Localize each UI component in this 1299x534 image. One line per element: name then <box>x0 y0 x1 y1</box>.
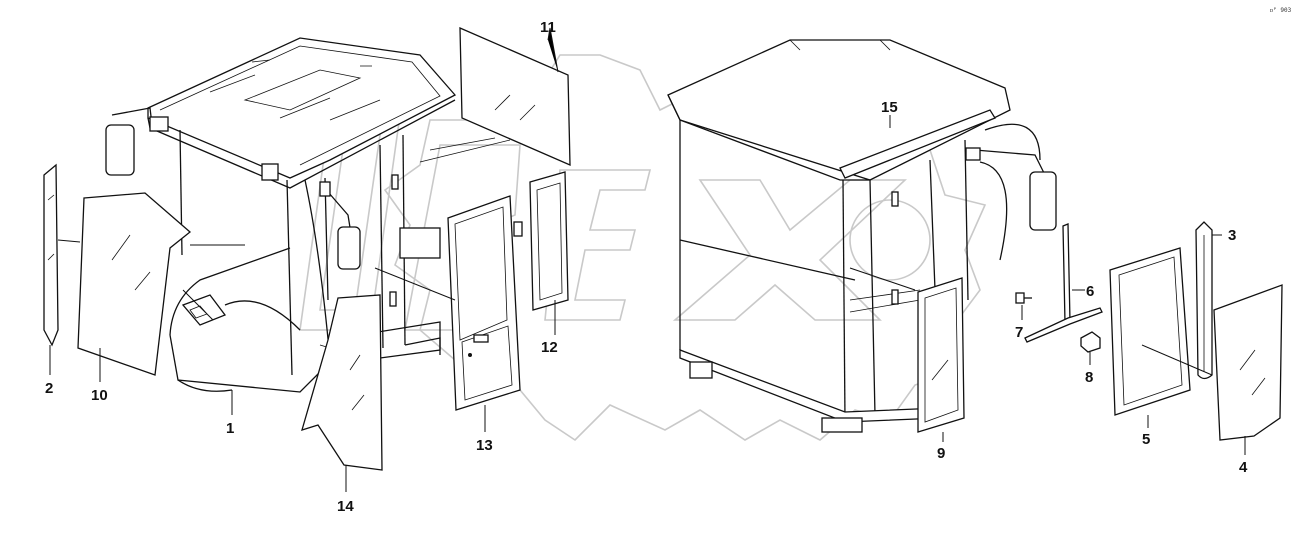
part-7-bolt <box>1015 292 1032 304</box>
part-9-side-window <box>917 277 965 433</box>
part-4-glass-panel <box>1213 284 1283 441</box>
part-13-door <box>374 195 521 411</box>
callout-6: 6 <box>1086 283 1094 300</box>
callout-8: 8 <box>1085 369 1093 386</box>
callout-11: 11 <box>540 19 556 36</box>
callout-15: 15 <box>881 99 898 116</box>
part-12-window-frame <box>513 171 569 311</box>
callout-12: 12 <box>541 339 558 356</box>
part-3-seal-strip <box>1195 221 1213 380</box>
part-15-roof-strip <box>839 109 996 179</box>
callout-10: 10 <box>91 387 108 404</box>
callout-5: 5 <box>1142 431 1150 448</box>
part-11-roof-glass <box>459 26 571 167</box>
callout-labels: 1 2 3 4 5 6 7 8 9 10 11 12 13 14 15 <box>45 19 1248 515</box>
part-8-nut <box>1080 331 1101 353</box>
callout-9: 9 <box>937 445 945 462</box>
callout-2: 2 <box>45 380 53 397</box>
leader-lines <box>49 27 1246 492</box>
cab-right <box>667 39 1057 433</box>
callout-14: 14 <box>337 498 354 515</box>
callout-13: 13 <box>476 437 493 454</box>
part-2-glass-strip <box>43 163 81 347</box>
callout-3: 3 <box>1228 227 1236 244</box>
part-14-front-glass <box>301 294 383 471</box>
callout-7: 7 <box>1015 324 1023 341</box>
part-10-rear-glass <box>77 192 245 376</box>
part-6-wiper <box>1024 223 1103 343</box>
part-5-window-frame <box>1109 247 1213 416</box>
callout-1: 1 <box>226 420 234 437</box>
cab-left <box>105 37 511 393</box>
corner-code: ᴅᴾ 903 <box>1270 7 1292 14</box>
callout-4: 4 <box>1239 459 1248 476</box>
